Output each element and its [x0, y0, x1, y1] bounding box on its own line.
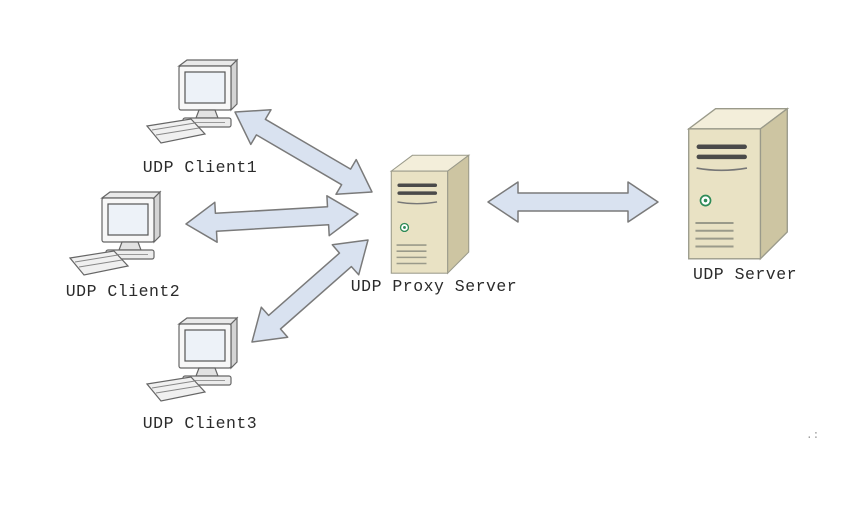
- arrow-proxy-server: [487, 181, 659, 223]
- udp-proxy-server-node: [390, 154, 470, 274]
- udp-server-node: [687, 107, 789, 260]
- udp-client3-node: [146, 317, 238, 402]
- server-tower-icon: [687, 107, 789, 260]
- server-tower-icon: [390, 154, 470, 274]
- udp-client1-node: [146, 59, 238, 144]
- udp-client2-node: [69, 191, 161, 276]
- computer-icon: [146, 59, 238, 144]
- edges-layer: [185, 109, 659, 343]
- arrow-client2-proxy: [185, 195, 359, 243]
- udp-client3-label: UDP Client3: [143, 414, 257, 433]
- computer-icon: [69, 191, 161, 276]
- udp-proxy-server-label: UDP Proxy Server: [351, 277, 517, 296]
- computer-icon: [146, 317, 238, 402]
- udp-client1-label: UDP Client1: [143, 158, 257, 177]
- corner-artifact-mark: .:: [806, 430, 819, 442]
- arrow-client3-proxy: [251, 239, 369, 343]
- labels-layer: UDP Client1 UDP Client2 UDP Client3 UDP …: [66, 158, 819, 442]
- udp-server-label: UDP Server: [693, 265, 797, 284]
- arrow-client1-proxy: [234, 109, 373, 195]
- udp-client2-label: UDP Client2: [66, 282, 180, 301]
